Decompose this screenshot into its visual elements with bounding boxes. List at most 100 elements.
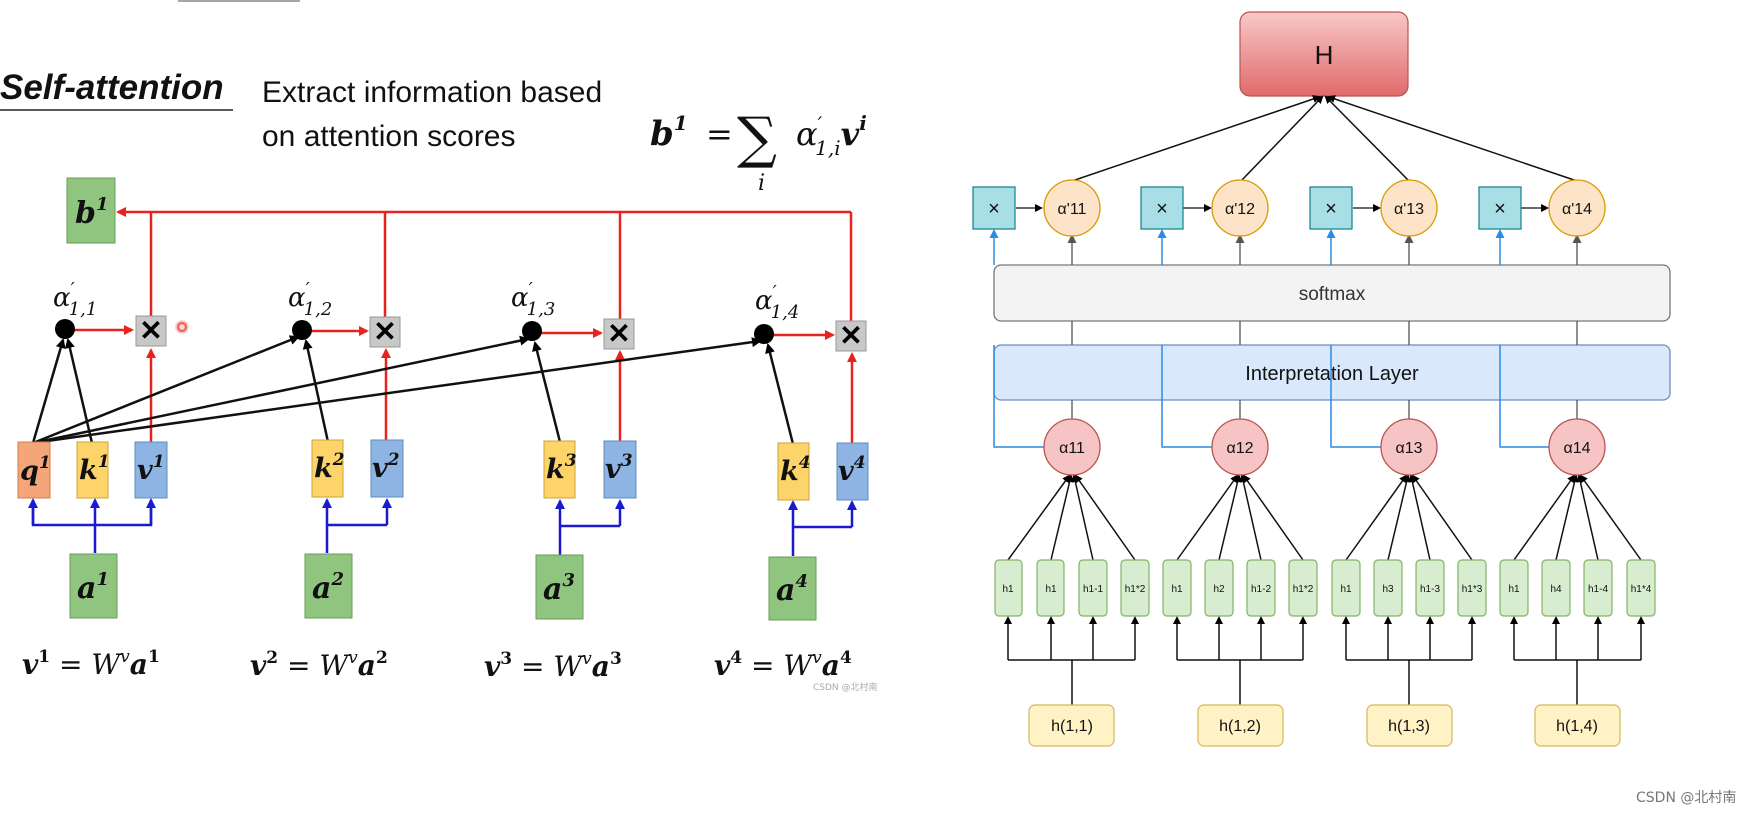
right-watermark: CSDN @北村南 <box>1636 790 1736 806</box>
svg-text:h(1,3): h(1,3) <box>1388 718 1430 735</box>
svg-text:h1*3: h1*3 <box>1462 584 1483 595</box>
svg-text:h1-1: h1-1 <box>1083 584 1103 595</box>
svg-text:×: × <box>988 198 1000 220</box>
svg-text:=: = <box>706 115 733 153</box>
blue-projection-lines <box>28 498 857 556</box>
svg-text:h1*2: h1*2 <box>1125 584 1146 595</box>
alpha-labels: α′1,1 α′1,2 α′1,3 α′1,4 <box>53 279 799 323</box>
svg-text:h1-4: h1-4 <box>1588 584 1608 595</box>
svg-text:h1*2: h1*2 <box>1293 584 1314 595</box>
svg-text:h3: h3 <box>1382 584 1394 595</box>
svg-text:α′1,4: α′1,4 <box>755 282 799 323</box>
left-watermark: CSDN @北村南 <box>813 681 878 693</box>
svg-text:∑: ∑ <box>737 106 777 171</box>
to-h-arrows <box>1071 95 1578 182</box>
svg-text:k2: k2 <box>314 450 345 484</box>
svg-text:v1 = Wva1: v1 = Wva1 <box>22 647 160 681</box>
a3-box <box>535 554 584 620</box>
score-flow-lines <box>1067 234 1582 419</box>
svg-text:α12: α12 <box>1226 440 1253 457</box>
interpretation-layer-label: Interpretation Layer <box>1245 363 1419 385</box>
svg-text:h(1,2): h(1,2) <box>1219 718 1261 735</box>
alpha-dots <box>55 319 774 344</box>
red-sum-lines <box>116 207 853 322</box>
svg-text:✕: ✕ <box>373 316 396 347</box>
v2-box <box>370 439 404 498</box>
softmax-label: softmax <box>1299 284 1366 305</box>
h-output-label: H <box>1315 40 1334 70</box>
svg-text:h(1,4): h(1,4) <box>1556 718 1598 735</box>
group-4: α14 h1 h4 h1-4 h1*4 h(1,4) <box>1499 418 1656 747</box>
qkv-boxes: q1 k1 v1 k2 v2 k3 v3 k4 v4 <box>17 439 869 501</box>
skip-connection-lines <box>989 229 1550 448</box>
a2-box <box>304 553 353 619</box>
svg-text:a1: a1 <box>77 569 109 606</box>
svg-text:i: i <box>758 171 765 196</box>
svg-text:v3 = Wva3: v3 = Wva3 <box>484 649 622 683</box>
subtitle-line1: Extract information based <box>262 76 602 109</box>
svg-text:α′1,ivi: α′1,ivi <box>796 111 867 160</box>
svg-text:h1*4: h1*4 <box>1631 584 1652 595</box>
svg-text:v1: v1 <box>137 452 165 486</box>
svg-text:α13: α13 <box>1395 440 1422 457</box>
k1-box <box>76 441 109 499</box>
v4-box <box>836 442 869 501</box>
svg-text:✕: ✕ <box>139 315 162 346</box>
svg-text:h1: h1 <box>1508 584 1520 595</box>
group-3: α13 h1 h3 h1-3 h1*3 h(1,3) <box>1331 418 1487 747</box>
svg-text:α11: α11 <box>1059 440 1085 457</box>
svg-text:h1-2: h1-2 <box>1251 584 1271 595</box>
svg-text:h1: h1 <box>1045 584 1057 595</box>
subtitle-line2: on attention scores <box>262 120 516 153</box>
v1-box <box>134 441 168 499</box>
svg-text:h1: h1 <box>1340 584 1352 595</box>
normalized-alpha-nodes: α'11 α'12 α'13 α'14 <box>1043 179 1606 237</box>
svg-text:×: × <box>1156 198 1168 220</box>
svg-text:a2: a2 <box>312 569 344 606</box>
cursor-halo <box>175 320 189 334</box>
v3-box <box>603 440 637 499</box>
svg-text:v4: v4 <box>838 453 866 487</box>
output-b1-label: b1 <box>75 194 109 231</box>
svg-text:h4: h4 <box>1550 584 1562 595</box>
svg-text:v3: v3 <box>605 451 633 485</box>
svg-text:v2: v2 <box>372 450 400 484</box>
svg-text:b1: b1 <box>650 111 688 154</box>
projection-equations: v1 = Wva1 v2 = Wva2 v3 = Wva3 v4 = Wva4 <box>22 647 852 683</box>
svg-text:h1: h1 <box>1002 584 1014 595</box>
group-2: α12 h1 h2 h1-2 h1*2 h(1,2) <box>1162 418 1318 747</box>
svg-text:×: × <box>1325 198 1337 220</box>
svg-text:α'14: α'14 <box>1562 201 1592 218</box>
multiply-nodes: ✕ ✕ ✕ ✕ <box>135 315 867 352</box>
svg-text:α'13: α'13 <box>1394 201 1424 218</box>
svg-text:×: × <box>1494 198 1506 220</box>
svg-text:a3: a3 <box>543 570 575 607</box>
svg-text:α′1,3: α′1,3 <box>511 279 555 320</box>
svg-text:✕: ✕ <box>607 318 630 349</box>
k3-box <box>543 440 576 499</box>
a4-box <box>768 556 817 621</box>
attention-score-arrows <box>31 335 795 445</box>
svg-text:α'11: α'11 <box>1058 201 1087 218</box>
svg-text:h2: h2 <box>1213 584 1225 595</box>
multiply-boxes: × × × × <box>972 186 1522 230</box>
svg-text:α'12: α'12 <box>1225 201 1255 218</box>
a1-box <box>69 553 118 619</box>
svg-text:h(1,1): h(1,1) <box>1051 718 1093 735</box>
svg-text:✕: ✕ <box>839 320 862 351</box>
svg-text:α′1,2: α′1,2 <box>288 279 332 320</box>
svg-text:k4: k4 <box>780 453 811 487</box>
svg-text:h1-3: h1-3 <box>1420 584 1440 595</box>
self-attention-diagram: Self-attention Extract information based… <box>0 0 878 693</box>
svg-text:v2 = Wva2: v2 = Wva2 <box>250 648 388 682</box>
interpretation-diagram: H softmax Interpretation Layer <box>972 11 1736 806</box>
svg-text:v4 = Wva4: v4 = Wva4 <box>714 648 852 682</box>
diagram-title: Self-attention <box>0 68 224 107</box>
q1-box <box>17 441 51 499</box>
svg-text:a4: a4 <box>776 571 808 608</box>
softmax-box <box>993 264 1671 322</box>
svg-text:k3: k3 <box>546 451 577 485</box>
k4-box <box>777 442 810 501</box>
svg-text:h1: h1 <box>1171 584 1183 595</box>
